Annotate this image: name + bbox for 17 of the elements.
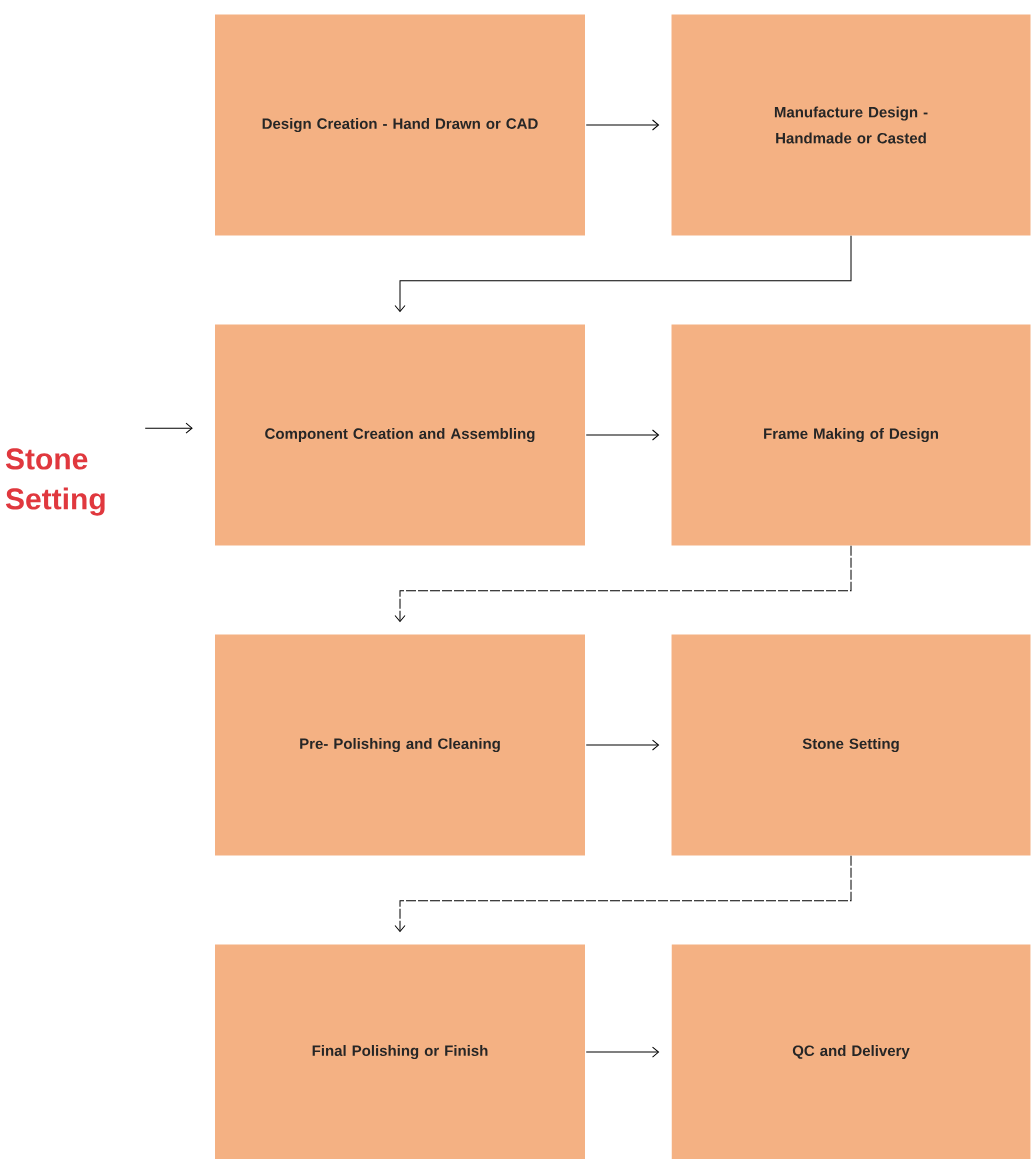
arrow (394, 855, 852, 933)
process-box: Design Creation - Hand Drawn or CAD (215, 14, 585, 236)
process-box: Pre- Polishing and Cleaning (215, 634, 585, 856)
process-box: Component Creation and Assembling (215, 324, 585, 546)
arrow (394, 545, 852, 623)
arrow (144, 422, 193, 434)
process-box: Stone Setting (671, 634, 1031, 856)
process-box: QC and Delivery (671, 944, 1031, 1159)
arrow (585, 119, 660, 131)
input-label: Stone Setting (5, 448, 105, 516)
arrow (394, 235, 852, 312)
process-box: Frame Making of Design (671, 324, 1031, 546)
arrow (585, 739, 660, 751)
arrow (585, 1046, 660, 1058)
arrow (585, 429, 660, 441)
process-box: Manufacture Design - Handmade or Casted (671, 14, 1031, 236)
process-box: Final Polishing or Finish (215, 944, 585, 1159)
